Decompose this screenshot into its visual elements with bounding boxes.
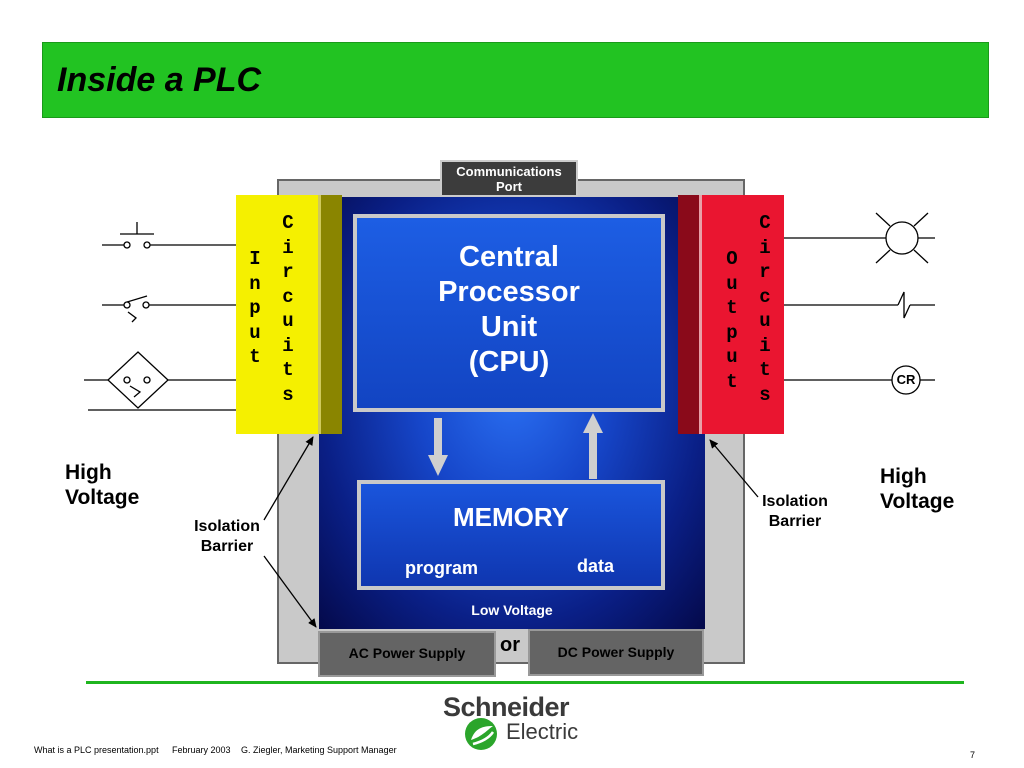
memory-title: MEMORY [452,502,570,532]
cpu-to-memory-arrow [428,418,448,476]
dc-power-supply: DC Power Supply [528,629,704,676]
left-isolation-barrier-label: Isolation Barrier [186,517,268,557]
footer-divider [86,681,964,684]
right-high-voltage-label: High Voltage [880,464,954,514]
left-high-voltage-line-1: High [65,461,112,484]
cpu-block: Central Processor Unit (CPU) [353,214,665,412]
left-high-voltage-line-2: Voltage [65,486,140,509]
right-high-voltage-line-1: High [880,465,927,488]
left-isolation-line-1: Isolation [194,518,260,535]
communications-port: Communications Port [440,160,578,197]
left-isolation-pointers [263,436,317,628]
cr-label: CR [896,372,916,387]
memory-block: MEMORY program data [357,480,665,590]
input-circuits-label: Circuits [282,212,294,406]
memory-program-label: program [405,558,479,578]
comm-port-line-1: Communications [456,164,562,179]
limit-switch-icon [102,295,236,323]
footer-filename: What is a PLC presentation.ppt [34,745,159,755]
left-isolation-line-2: Barrier [200,538,254,555]
page-number: 7 [970,750,976,760]
comm-port-line-2: Port [496,179,522,194]
input-module-edge [318,195,321,434]
input-label: Input [249,248,261,368]
memory-data-label: data [577,556,615,576]
footer-author: G. Ziegler, Marketing Support Manager [241,745,397,755]
footer-date: February 2003 [172,745,231,755]
output-circuits-label: Circuits [759,212,771,406]
logo-electric-text: Electric [506,719,579,744]
right-isolation-barrier-label: Isolation Barrier [754,492,836,532]
control-relay-coil-icon [784,365,935,395]
cpu-line-3: Unit [480,311,538,343]
output-module-edge [699,195,702,434]
cpu-line-1: Central [459,241,559,273]
ac-power-supply: AC Power Supply [318,631,496,677]
output-module-shade [678,195,699,434]
title-bar: Inside a PLC [42,42,989,118]
right-isolation-line-1: Isolation [762,493,828,510]
cpu-line-2: Processor [438,276,580,308]
schneider-logo-icon [463,714,503,754]
pushbutton-switch-icon [102,222,236,249]
right-high-voltage-line-2: Voltage [880,490,955,513]
left-high-voltage-label: High Voltage [65,460,139,510]
or-label: or [500,634,520,656]
logo-schneider-text: Schneider [443,692,570,722]
pilot-lamp-icon [784,212,935,264]
cpu-line-4: (CPU) [468,346,550,378]
right-isolation-pointer [709,439,759,498]
proximity-switch-icon [84,351,236,411]
output-label: Output [726,248,738,393]
input-module-shade [321,195,342,434]
memory-to-cpu-arrow [583,413,603,479]
heater-element-icon [784,291,935,319]
slide-title: Inside a PLC [57,61,262,99]
right-isolation-line-2: Barrier [768,513,822,530]
low-voltage-label: Low Voltage [471,602,553,618]
